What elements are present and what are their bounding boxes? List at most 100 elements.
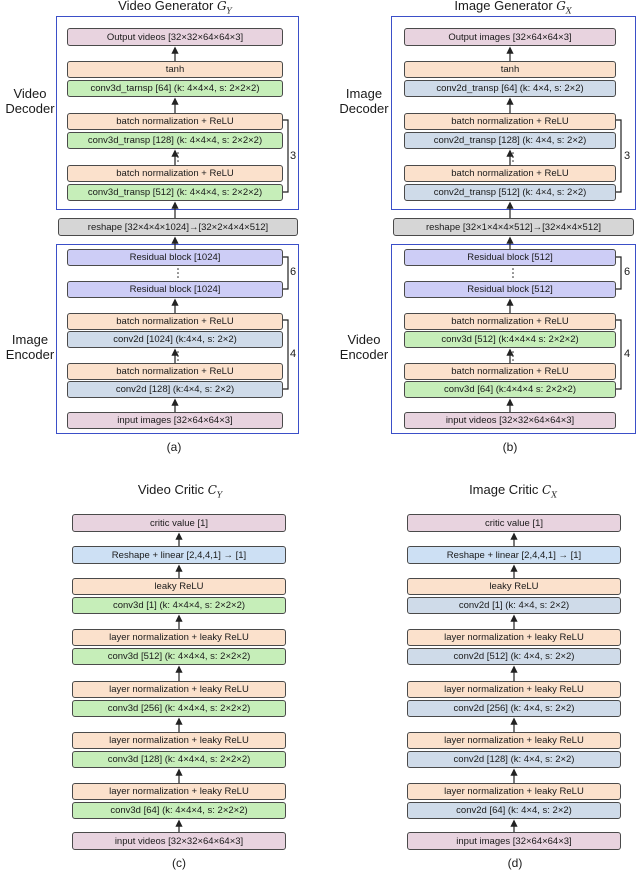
ellipsis-dot [177,351,179,353]
conv3d-512-box: conv3d [512] (k:4×4×4 s: 2×2×2) [404,331,616,348]
critic-value-box: critic value [1] [72,514,286,532]
title-subscript: X [565,6,572,16]
reshape-linear-box: Reshape + linear [2,4,4,1] → [1] [407,546,621,564]
batch-norm-relu-box: batch normalization + ReLU [67,165,283,182]
residual-block-box: Residual block [512] [404,281,616,298]
video-decoder-frame [56,16,299,210]
input-images-box: input images [32×64×64×3] [407,832,621,850]
residual-repeat-count: 6 [290,266,297,278]
ellipsis-dot [177,355,179,357]
image-decoder-label: Image Decoder [339,86,389,116]
ellipsis-dot [512,272,514,274]
input-images-box: input images [32×64×64×3] [67,412,283,429]
conv3d-transp-512-box: conv3d_transp [512] (k: 4×4×4, s: 2×2×2) [67,184,283,201]
repeat-bracket [616,319,622,390]
conv3d-1-box: conv3d [1] (k: 4×4×4, s: 2×2×2) [72,597,286,614]
conv2d-64-box: conv2d [64] (k: 4×4, s: 2×2) [407,802,621,819]
image-encoder-frame [56,244,299,434]
conv2d-256-box: conv2d [256] (k: 4×4, s: 2×2) [407,700,621,717]
residual-block-box: Residual block [1024] [67,249,283,266]
title-subscript: Y [226,6,232,16]
ellipsis-dot [512,351,514,353]
conv3d-64-box: conv3d [64] (k:4×4×4 s: 2×2×2) [404,381,616,398]
title-symbol: C [207,483,217,497]
title-symbol: G [216,0,227,13]
batch-norm-relu-box: batch normalization + ReLU [404,363,616,380]
conv3d-transp-128-box: conv3d_transp [128] (k: 4×4×4, s: 2×2×2) [67,132,283,149]
encoder-repeat-count: 4 [290,348,297,360]
output-images-box: Output images [32×64×64×3] [404,28,616,46]
conv2d-1-box: conv2d [1] (k: 4×4, s: 2×2) [407,597,621,614]
conv2d-1024-box: conv2d [1024] (k:4×4, s: 2×2) [67,331,283,348]
conv2d-128-box: conv2d [128] (k: 4×4, s: 2×2) [407,751,621,768]
repeat-bracket [283,319,289,390]
panel-b-title: Image Generator GX [454,0,572,16]
tanh-box: tanh [404,61,616,78]
ellipsis-dot [512,276,514,278]
conv3d-256-box: conv3d [256] (k: 4×4×4, s: 2×2×2) [72,700,286,717]
ellipsis-dot [177,152,179,154]
conv3d-transp-64-box: conv3d_tarnsp [64] (k: 4×4×4, s: 2×2×2) [67,80,283,97]
critic-value-box: critic value [1] [407,514,621,532]
conv3d-128-box: conv3d [128] (k: 4×4×4, s: 2×2×2) [72,751,286,768]
conv2d-128-box: conv2d [128] (k:4×4, s: 2×2) [67,381,283,398]
batch-norm-relu-box: batch normalization + ReLU [404,165,616,182]
layer-norm-leaky-relu-box: layer normalization + leaky ReLU [72,732,286,749]
residual-repeat-count: 6 [624,266,631,278]
ellipsis-dot [512,268,514,270]
conv2d-transp-64-box: conv2d_transp [64] (k: 4×4, s: 2×2) [404,80,616,97]
leaky-relu-box: leaky ReLU [72,578,286,595]
layer-norm-leaky-relu-box: layer normalization + leaky ReLU [407,629,621,646]
ellipsis-dot [177,359,179,361]
batch-norm-relu-box: batch normalization + ReLU [404,313,616,330]
ellipsis-dot [177,272,179,274]
title-symbol: G [556,0,566,13]
title-subscript: Y [216,490,223,500]
batch-norm-relu-box: batch normalization + ReLU [404,113,616,130]
panel-d-caption: (d) [507,856,523,870]
layer-norm-leaky-relu-box: layer normalization + leaky ReLU [407,783,621,800]
layer-norm-leaky-relu-box: layer normalization + leaky ReLU [72,629,286,646]
output-videos-box: Output videos [32×32×64×64×3] [67,28,283,46]
ellipsis-dot [512,359,514,361]
batch-norm-relu-box: batch normalization + ReLU [67,113,283,130]
image-encoder-label: Image Encoder [5,332,55,362]
ellipsis-dot [512,355,514,357]
video-encoder-label: Video Encoder [339,332,389,362]
repeat-bracket [283,119,289,193]
residual-block-box: Residual block [512] [404,249,616,266]
reshape-box: reshape [32×1×4×4×512]→[32×4×4×512] [393,218,634,236]
leaky-relu-box: leaky ReLU [407,578,621,595]
conv2d-transp-512-box: conv2d_transp [512] (k: 4×4, s: 2×2) [404,184,616,201]
batch-norm-relu-box: batch normalization + ReLU [67,313,283,330]
image-decoder-frame [391,16,636,210]
conv2d-512-box: conv2d [512] (k: 4×4, s: 2×2) [407,648,621,665]
layer-norm-leaky-relu-box: layer normalization + leaky ReLU [72,783,286,800]
repeat-bracket [283,256,289,290]
input-videos-box: input videos [32×32×64×64×3] [404,412,616,429]
conv2d-transp-128-box: conv2d_transp [128] (k: 4×4, s: 2×2) [404,132,616,149]
decoder-repeat-count: 3 [290,150,297,162]
panel-d-title: Image Critic CX [469,482,557,500]
reshape-box: reshape [32×4×4×1024]→[32×2×4×4×512] [58,218,298,236]
panel-b-caption: (b) [502,440,518,454]
layer-norm-leaky-relu-box: layer normalization + leaky ReLU [72,681,286,698]
ellipsis-dot [177,268,179,270]
input-videos-box: input videos [32×32×64×64×3] [72,832,286,850]
repeat-bracket [616,256,622,290]
conv3d-512-box: conv3d [512] (k: 4×4×4, s: 2×2×2) [72,648,286,665]
decoder-repeat-count: 3 [624,150,631,162]
conv3d-64-box: conv3d [64] (k: 4×4×4, s: 2×2×2) [72,802,286,819]
panel-c-title: Video Critic CY [137,482,223,500]
ellipsis-dot [512,156,514,158]
video-decoder-label: Video Decoder [5,86,55,116]
layer-norm-leaky-relu-box: layer normalization + leaky ReLU [407,732,621,749]
panel-a-caption: (a) [166,440,182,454]
ellipsis-dot [177,160,179,162]
layer-norm-leaky-relu-box: layer normalization + leaky ReLU [407,681,621,698]
title-symbol: C [542,483,552,497]
encoder-repeat-count: 4 [624,348,631,360]
video-encoder-frame [391,244,636,434]
batch-norm-relu-box: batch normalization + ReLU [67,363,283,380]
